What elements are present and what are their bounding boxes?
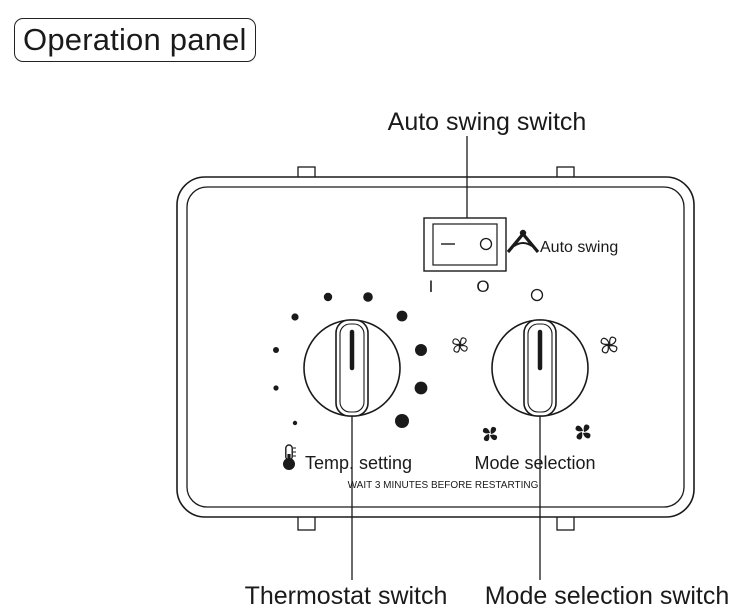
auto-swing-label: Auto swing (540, 239, 618, 256)
callout-auto-swing-switch: Auto swing switch (388, 108, 587, 136)
temp-setting-label: Temp. setting (305, 453, 412, 473)
temperature-scale-dots (273, 292, 428, 428)
thermostat-knob[interactable] (303, 319, 401, 417)
callout-thermostat-switch: Thermostat switch (245, 582, 448, 610)
auto-swing-icon (506, 229, 540, 254)
restart-warning-text: WAIT 3 MINUTES BEFORE RESTARTING (348, 480, 539, 491)
thermometer-icon (283, 444, 296, 470)
off-circle-icon (530, 288, 544, 302)
mode-selection-knob[interactable] (491, 319, 589, 417)
auto-swing-rocker-switch[interactable] (423, 217, 507, 272)
switch-off-mark: O (476, 277, 489, 296)
panel-body-inner (186, 186, 685, 508)
panel-title: Operation panel (14, 18, 256, 62)
switch-on-mark: I (429, 277, 434, 296)
panel-body-outer (176, 176, 695, 518)
mode-selection-label: Mode selection (474, 453, 595, 473)
rocker-off-circle-icon (479, 237, 493, 251)
callout-mode-selection-switch: Mode selection switch (485, 582, 730, 610)
